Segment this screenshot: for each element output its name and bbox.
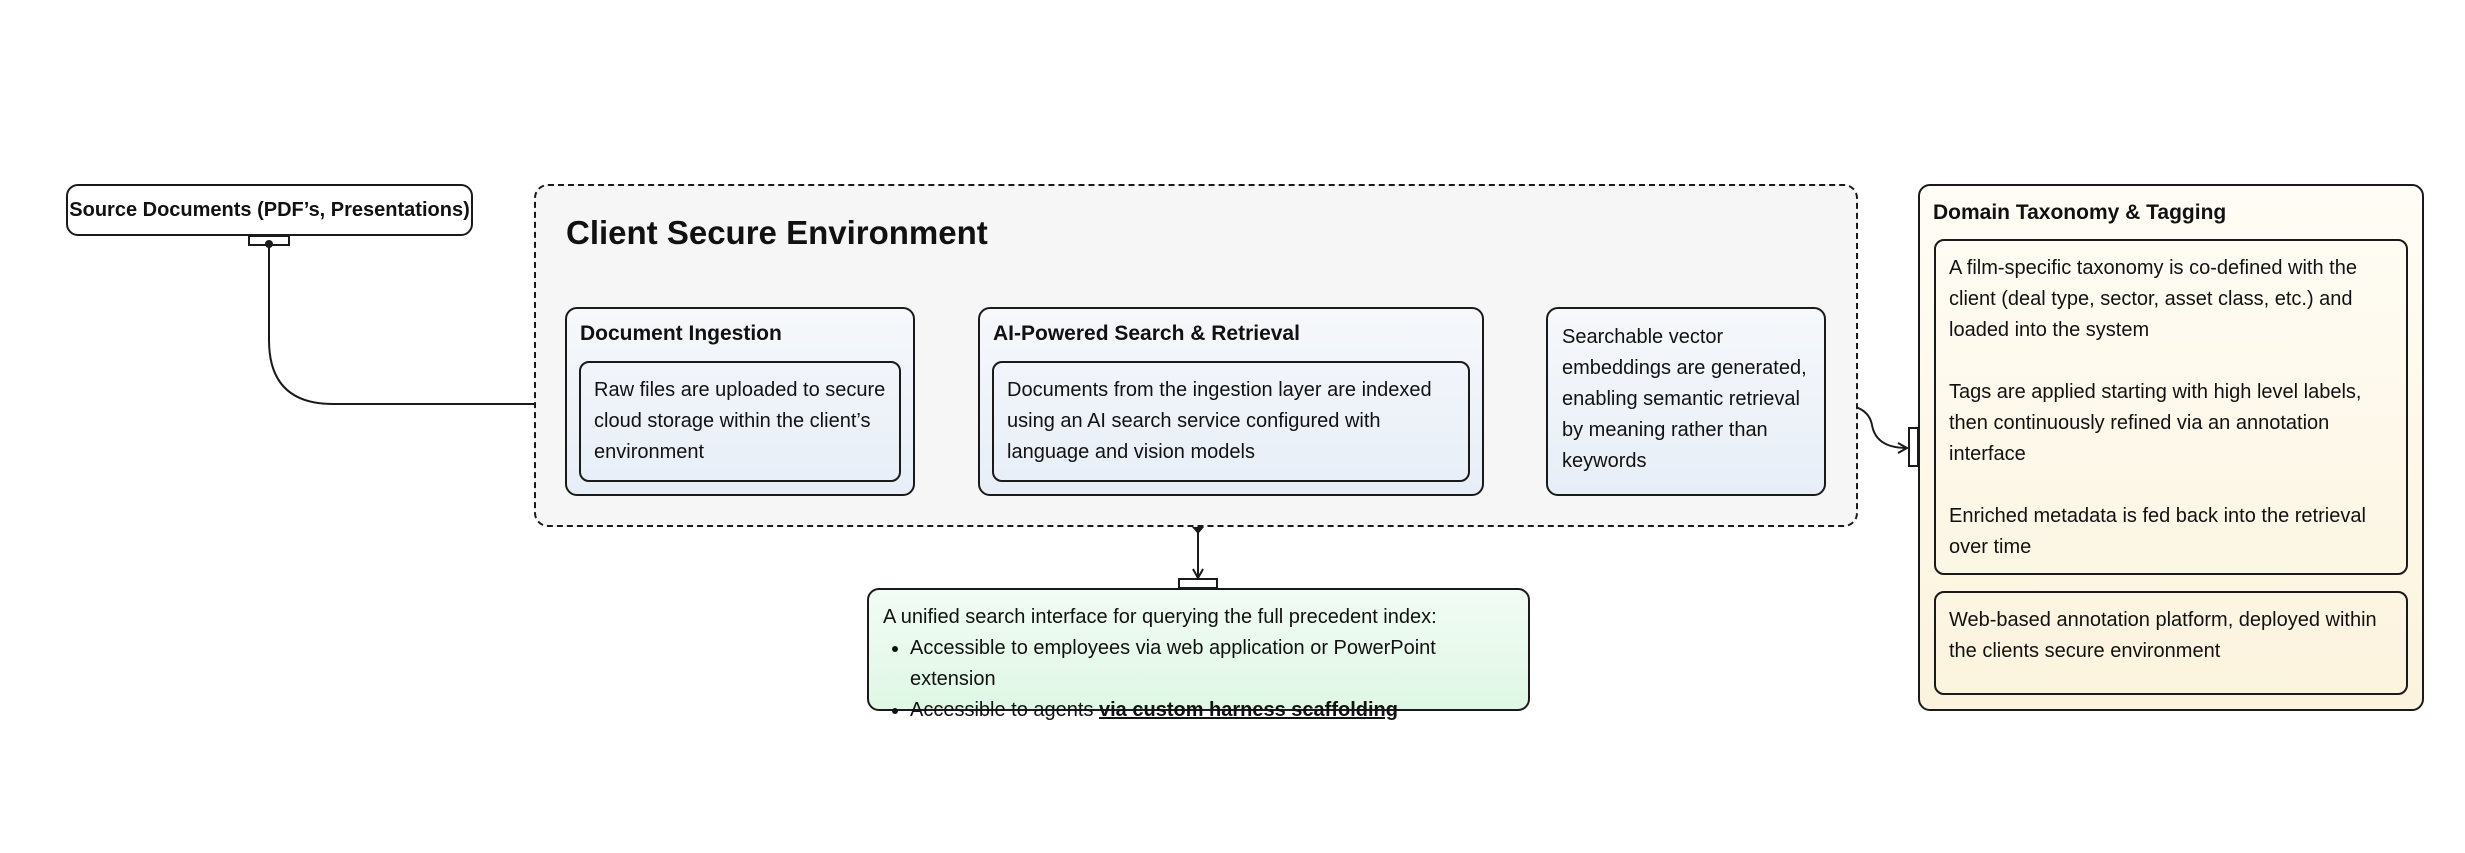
access-list: Accessible to employees via web applicat… [883,633,1514,726]
port-domain-left [1908,427,1919,467]
taxonomy-item: Enriched metadata is fed back into the r… [1949,505,2366,558]
domain-taxonomy-title: Domain Taxonomy & Tagging [1933,201,2227,224]
source-documents-label: Source Documents (PDF’s, Presentations) [69,198,470,221]
search-interface-intro: A unified search interface for querying … [883,606,1437,628]
document-ingestion-node: Document Ingestion Raw files are uploade… [565,307,915,496]
vector-embeddings-node: Searchable vector embeddings are generat… [1546,307,1826,496]
taxonomy-item: Tags are applied starting with high leve… [1949,381,2362,465]
list-item: Accessible to agents via custom harness … [910,695,1514,726]
search-interface-node: A unified search interface for querying … [867,588,1530,721]
employees-access: Accessible to employees via web applicat… [910,637,1436,690]
port-interface-top [1178,578,1218,589]
document-ingestion-text: Raw files are uploaded to secure cloud s… [579,361,901,482]
annotation-platform: Web-based annotation platform, deployed … [1934,591,2408,695]
harness-scaffolding-link[interactable]: via custom harness scaffolding [1099,699,1398,721]
source-documents-node: Source Documents (PDF’s, Presentations) [66,184,473,236]
taxonomy-details: A film-specific taxonomy is co-defined w… [1934,239,2408,575]
edge-source-to-ingestion [268,244,554,404]
taxonomy-item: A film-specific taxonomy is co-defined w… [1949,257,2357,341]
vector-embeddings-text: Searchable vector embeddings are generat… [1562,326,1807,472]
agents-access-prefix: Accessible to agents [910,699,1099,721]
document-ingestion-title: Document Ingestion [580,322,782,345]
secure-environment-title: Client Secure Environment [566,214,988,251]
ai-search-text: Documents from the ingestion layer are i… [992,361,1470,482]
domain-taxonomy-node: Domain Taxonomy & Tagging A film-specifi… [1918,184,2424,711]
list-item: Accessible to employees via web applicat… [910,633,1514,695]
ai-search-node: AI-Powered Search & Retrieval Documents … [978,307,1484,496]
dot-source [265,240,273,248]
ai-search-title: AI-Powered Search & Retrieval [993,322,1300,345]
